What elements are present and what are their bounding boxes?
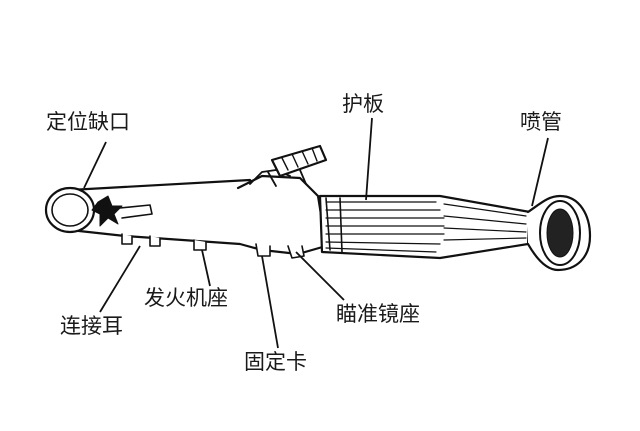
leader-guard-plate: [365, 117, 373, 201]
label-guard-plate: 护板: [342, 92, 384, 116]
firing-seat-shape: [193, 239, 207, 251]
leader-connecting-lug: [99, 245, 141, 313]
notch-mark: [91, 195, 123, 227]
leader-positioning-notch: [83, 141, 107, 189]
leader-sight-mount: [295, 251, 345, 301]
leader-fixing-clamp: [261, 255, 279, 349]
label-fixing-clamp: 固定卡: [244, 350, 307, 374]
label-firing-mechanism-seat: 发火机座: [144, 286, 228, 310]
connecting-lug-shape: [121, 233, 133, 245]
label-sight-mount: 瞄准镜座: [336, 302, 420, 326]
mid-housing: [236, 174, 328, 256]
carry-handle: [270, 144, 328, 178]
label-connecting-lug: 连接耳: [60, 314, 123, 338]
leader-nozzle: [531, 137, 549, 207]
label-nozzle: 喷管: [520, 110, 562, 134]
leader-firing-seat: [201, 249, 211, 287]
fixing-clamp-shape: [255, 243, 271, 257]
label-positioning-notch: 定位缺口: [46, 110, 130, 134]
